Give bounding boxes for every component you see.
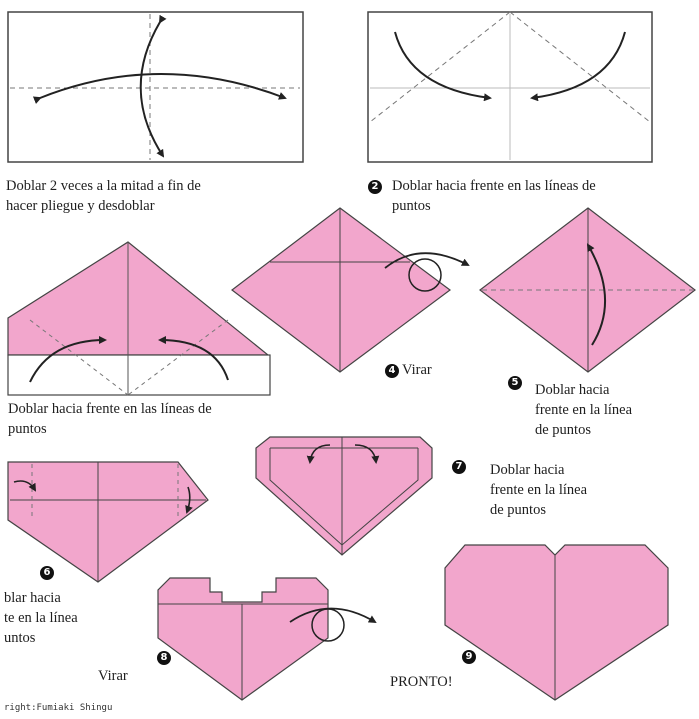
step2-figure — [367, 11, 653, 163]
step8-number-badge: 8 — [157, 651, 171, 665]
step2-number-badge: 2 — [368, 180, 382, 194]
step9-caption: PRONTO! — [390, 674, 453, 690]
step7-caption: Doblar hacia frente en la línea de punto… — [490, 462, 588, 518]
step6-number-badge: 6 — [40, 566, 54, 580]
step5-number-badge: 5 — [508, 376, 522, 390]
step9-figure — [444, 544, 669, 701]
step5-figure — [479, 207, 696, 373]
step7-figure — [255, 436, 433, 556]
step4-caption: Virar — [402, 362, 432, 378]
step8-caption: Virar — [98, 668, 128, 684]
step3-figure — [7, 241, 271, 396]
step6-figure — [7, 461, 209, 583]
step1-caption: Doblar 2 veces a la mitad a fin de hacer… — [6, 178, 201, 214]
step7-number-badge: 7 — [452, 460, 466, 474]
step4-figure — [231, 207, 470, 373]
step3-caption: Doblar hacia frente en las líneas de pun… — [8, 401, 212, 437]
copyright-credit: right:Fumiaki Shingu — [4, 703, 113, 713]
step5-caption: Doblar hacia frente en la línea de punto… — [535, 382, 633, 438]
step8-figure — [157, 577, 377, 701]
step2-caption: Doblar hacia frente en las líneas de pun… — [392, 178, 596, 214]
step4-number-badge: 4 — [385, 364, 399, 378]
step1-figure — [7, 11, 304, 163]
step6-caption: blar hacia te en la línea untos — [4, 590, 78, 646]
step9-number-badge: 9 — [462, 650, 476, 664]
